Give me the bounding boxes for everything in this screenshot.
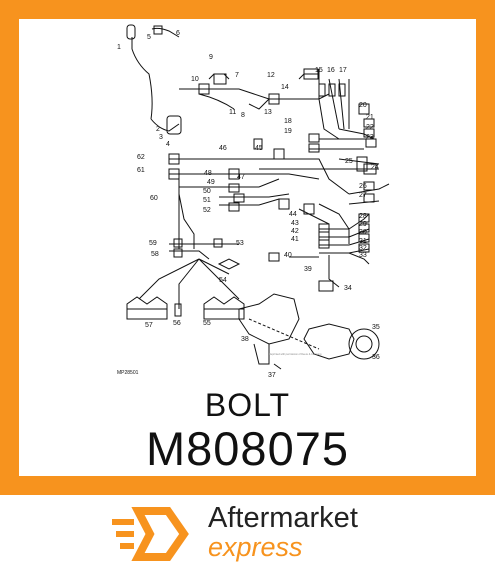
callout-61: 61 [137, 167, 145, 174]
callout-41: 41 [291, 236, 299, 243]
callout-36: 36 [372, 354, 380, 361]
callout-35: 35 [372, 324, 380, 331]
callout-24: 24 [371, 164, 379, 171]
wire-5 [151, 27, 180, 38]
part-title: BOLT [204, 387, 291, 423]
callout-18: 18 [284, 118, 292, 125]
callout-33: 33 [359, 252, 367, 259]
callout-28: 28 [359, 213, 367, 220]
callout-14: 14 [281, 84, 289, 91]
callout-2: 2 [156, 126, 160, 133]
callout-8: 8 [241, 112, 245, 119]
callout-13: 13 [264, 109, 272, 116]
callout-15: 15 [315, 67, 323, 74]
callout-42: 42 [291, 228, 299, 235]
callout-44: 44 [289, 211, 297, 218]
callout-3: 3 [159, 134, 163, 141]
callout-43: 43 [291, 220, 299, 227]
callout-10: 10 [191, 76, 199, 83]
callout-20: 20 [359, 102, 367, 109]
callout-7: 7 [235, 72, 239, 79]
callout-31: 31 [359, 238, 367, 245]
callout-22: 22 [366, 124, 374, 131]
connector-1 [126, 24, 136, 40]
callout-39: 39 [304, 266, 312, 273]
wire-1 [131, 37, 153, 120]
callout-6: 6 [176, 30, 180, 37]
callout-5: 5 [147, 34, 151, 41]
diagram-code: MP28501 [117, 370, 139, 376]
part-number: M808075 [146, 422, 349, 475]
callout-23: 23 [366, 134, 374, 141]
callout-34: 34 [344, 285, 352, 292]
callout-57: 57 [145, 322, 153, 329]
callout-26: 26 [359, 183, 367, 190]
callout-55: 55 [203, 320, 211, 327]
callout-29: 29 [359, 221, 367, 228]
callout-40: 40 [284, 252, 292, 259]
callout-25: 25 [345, 158, 353, 165]
callout-48: 48 [204, 170, 212, 177]
callout-32: 32 [359, 245, 367, 252]
connector-5 [153, 25, 163, 35]
callout-56: 56 [173, 320, 181, 327]
callout-51: 51 [203, 197, 211, 204]
callout-9: 9 [209, 54, 213, 61]
callout-11: 11 [229, 109, 236, 116]
brand-name-line2: express [208, 532, 303, 562]
brand-footer [0, 495, 495, 575]
callout-60: 60 [150, 195, 158, 202]
callout-27: 27 [359, 192, 367, 199]
callout-53: 53 [236, 240, 244, 247]
brand-name-line1: Aftermarket [208, 502, 358, 534]
callout-21: 21 [366, 114, 374, 121]
callout-45: 45 [255, 145, 263, 152]
content-panel: 1 2 3 4 5 6 7 8 9 10 11 12 13 14 15 16 1… [19, 19, 476, 476]
callout-62: 62 [137, 154, 145, 161]
callout-59: 59 [149, 240, 157, 247]
callout-46: 46 [219, 145, 227, 152]
callout-16: 16 [327, 67, 335, 74]
callout-49: 49 [207, 179, 215, 186]
callout-52: 52 [203, 207, 211, 214]
callout-4: 4 [166, 141, 170, 148]
copyright-note: Reprinted with permission of Deere & Com… [269, 353, 323, 356]
callout-1: 1 [117, 44, 121, 51]
callout-58: 58 [151, 251, 159, 258]
wire-starter [150, 118, 180, 132]
callout-19: 19 [284, 128, 292, 135]
wiring-diagram: 1 2 3 4 5 6 7 8 9 10 11 12 13 14 15 16 1… [117, 24, 390, 379]
callout-30: 30 [359, 229, 367, 236]
hexagon-arrow-icon [112, 507, 189, 561]
callout-37: 37 [268, 372, 276, 379]
callout-50: 50 [203, 188, 211, 195]
callout-12: 12 [267, 72, 275, 79]
callout-17: 17 [339, 67, 347, 74]
starter-bracket [166, 115, 182, 135]
callout-54: 54 [219, 277, 227, 284]
callout-47: 47 [237, 174, 245, 181]
callout-38: 38 [241, 336, 249, 343]
